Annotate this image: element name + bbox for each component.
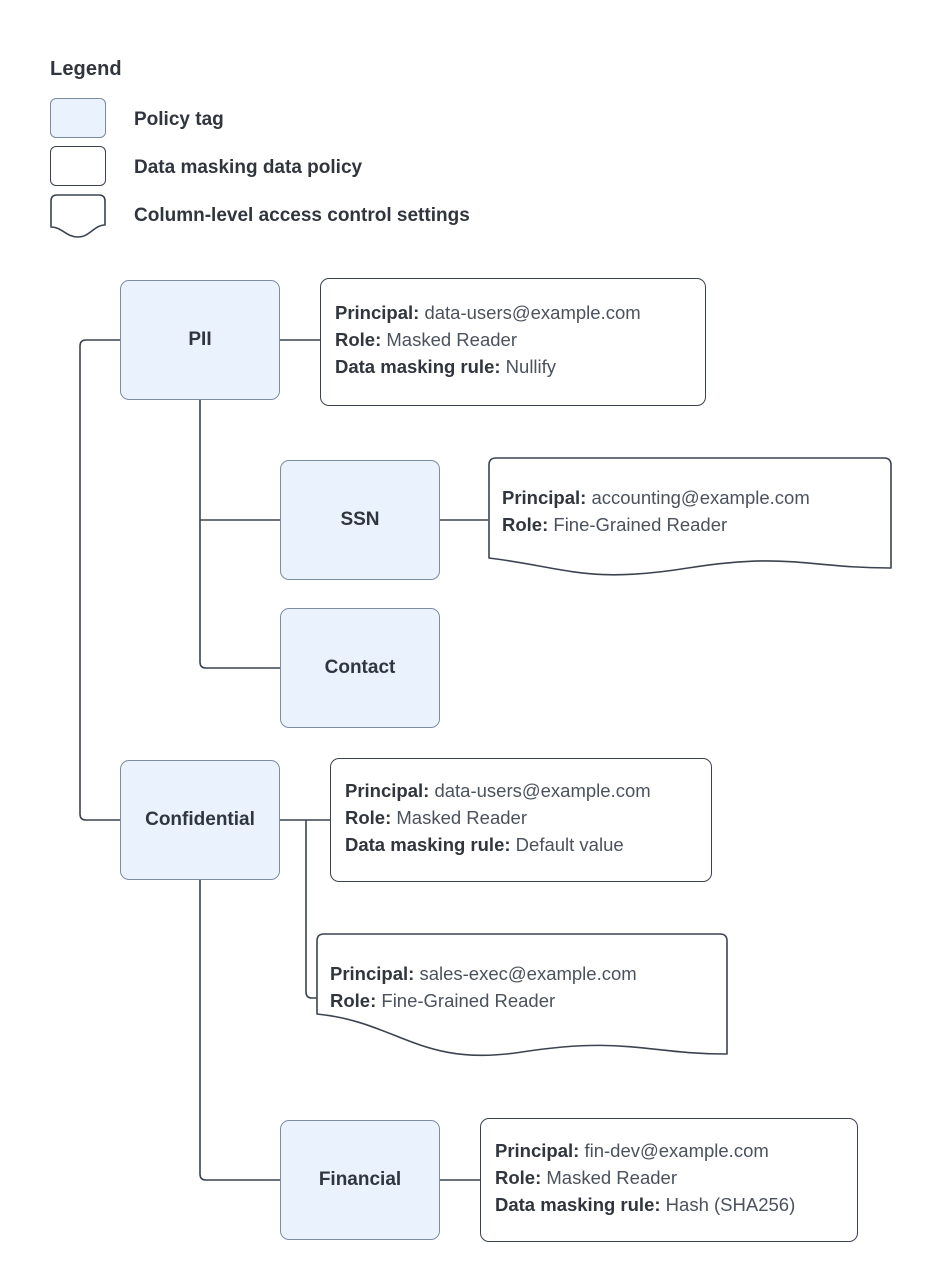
legend-item-label: Data masking data policy xyxy=(134,157,363,178)
policy-details: Principal: data-users@example.com Role: … xyxy=(345,777,651,859)
policy-details: Principal: sales-exec@example.com Role: … xyxy=(330,960,637,1014)
policy-details: Principal: accounting@example.com Role: … xyxy=(502,484,810,538)
masking-rule-label: Data masking rule: xyxy=(495,1194,661,1216)
principal-label: Principal: xyxy=(495,1140,580,1161)
data-masking-policy-box-pii[interactable]: Principal: data-users@example.com Role: … xyxy=(320,278,706,406)
role-value: Masked Reader xyxy=(546,1167,677,1189)
masking-rule-value: Default value xyxy=(515,834,624,856)
legend-item-label: Column-level access control settings xyxy=(134,205,470,226)
wire-pii-to-contact xyxy=(199,520,280,669)
policy-tag-node-pii[interactable]: PII xyxy=(120,280,280,400)
principal-line: Principal: fin-dev@example.com xyxy=(495,1137,795,1164)
masking-rule-line: Data masking rule: Hash (SHA256) xyxy=(495,1191,795,1218)
principal-value: data-users@example.com xyxy=(424,302,641,323)
role-line: Role: Fine-Grained Reader xyxy=(502,511,810,538)
role-value: Masked Reader xyxy=(386,329,517,351)
legend-item-label: Policy tag xyxy=(134,109,224,130)
principal-label: Principal: xyxy=(502,487,587,508)
role-line: Role: Masked Reader xyxy=(495,1164,795,1191)
principal-value: accounting@example.com xyxy=(591,487,810,508)
principal-value: data-users@example.com xyxy=(434,780,651,801)
principal-value: fin-dev@example.com xyxy=(584,1140,769,1161)
role-value: Fine-Grained Reader xyxy=(381,990,556,1012)
policy-details: Principal: fin-dev@example.com Role: Mas… xyxy=(495,1137,795,1219)
principal-label: Principal: xyxy=(330,963,415,984)
policy-tag-label: SSN xyxy=(340,508,380,530)
policy-tag-node-confidential[interactable]: Confidential xyxy=(120,760,280,880)
wire-pii-to-ssn xyxy=(199,400,280,521)
wire-confidential-to-financial xyxy=(199,880,280,1181)
masking-rule-value: Hash (SHA256) xyxy=(665,1194,796,1216)
policy-details: Principal: data-users@example.com Role: … xyxy=(335,299,641,381)
role-label: Role: xyxy=(330,990,377,1012)
role-label: Role: xyxy=(335,329,382,351)
column-level-access-box-ssn[interactable]: Principal: accounting@example.com Role: … xyxy=(488,456,892,584)
principal-line: Principal: sales-exec@example.com xyxy=(330,960,637,987)
masking-rule-line: Data masking rule: Nullify xyxy=(335,353,641,380)
masking-rule-label: Data masking rule: xyxy=(345,834,511,856)
role-value: Fine-Grained Reader xyxy=(553,514,728,536)
principal-line: Principal: data-users@example.com xyxy=(335,299,641,326)
column-level-access-control-swatch xyxy=(50,194,106,238)
policy-tag-label: Contact xyxy=(324,656,396,678)
wavy-document-shape-icon xyxy=(488,457,892,576)
role-label: Role: xyxy=(495,1167,542,1189)
principal-label: Principal: xyxy=(345,780,430,801)
legend-title: Legend xyxy=(50,58,122,80)
policy-tag-node-financial[interactable]: Financial xyxy=(280,1120,440,1240)
role-line: Role: Masked Reader xyxy=(335,326,641,353)
principal-value: sales-exec@example.com xyxy=(419,963,637,984)
role-label: Role: xyxy=(345,807,392,829)
principal-label: Principal: xyxy=(335,302,420,323)
masking-rule-label: Data masking rule: xyxy=(335,356,501,378)
policy-tag-label: Financial xyxy=(318,1168,402,1190)
principal-line: Principal: accounting@example.com xyxy=(502,484,810,511)
policy-tag-node-ssn[interactable]: SSN xyxy=(280,460,440,580)
data-masking-policy-box-financial[interactable]: Principal: fin-dev@example.com Role: Mas… xyxy=(480,1118,858,1242)
policy-tag-node-contact[interactable]: Contact xyxy=(280,608,440,728)
wire-trunk-left xyxy=(79,339,120,821)
role-label: Role: xyxy=(502,514,549,536)
masking-rule-line: Data masking rule: Default value xyxy=(345,831,651,858)
data-masking-policy-swatch xyxy=(50,146,106,186)
wavy-document-shape-icon xyxy=(50,194,106,238)
policy-tag-swatch xyxy=(50,98,106,138)
policy-tag-label: PII xyxy=(188,328,212,350)
policy-tag-label: Confidential xyxy=(145,808,255,830)
role-value: Masked Reader xyxy=(396,807,527,829)
data-masking-policy-box-confidential[interactable]: Principal: data-users@example.com Role: … xyxy=(330,758,712,882)
role-line: Role: Masked Reader xyxy=(345,804,651,831)
principal-line: Principal: data-users@example.com xyxy=(345,777,651,804)
column-level-access-box-confidential[interactable]: Principal: sales-exec@example.com Role: … xyxy=(316,932,728,1064)
role-line: Role: Fine-Grained Reader xyxy=(330,987,637,1014)
masking-rule-value: Nullify xyxy=(505,356,557,378)
